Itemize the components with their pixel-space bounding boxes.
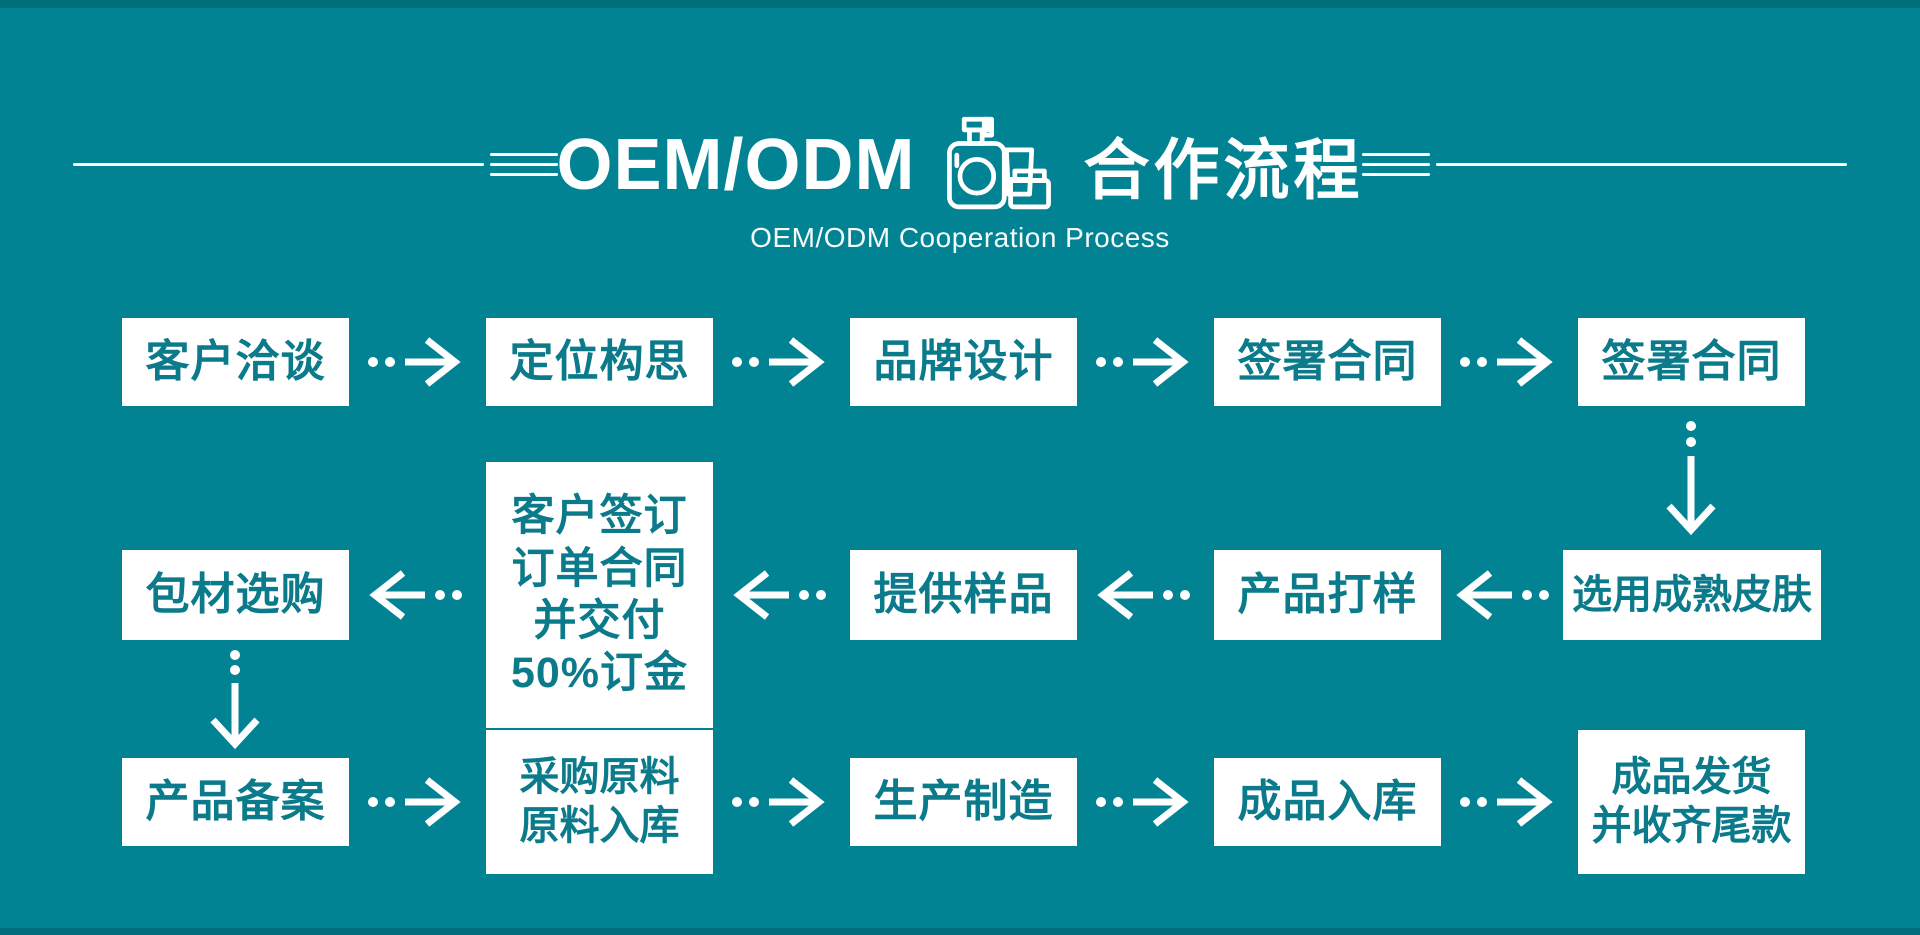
title-divider-tick xyxy=(1362,173,1430,176)
dotted-arrow-right-icon xyxy=(368,777,461,827)
dotted-arrow-right-icon xyxy=(368,337,461,387)
dotted-arrow-left-icon xyxy=(733,570,826,620)
dotted-arrow-left-icon xyxy=(1456,570,1549,620)
flow-box-packaging-purchase: 包材选购 xyxy=(122,550,349,640)
flow-box-finished-goods-warehousing: 成品入库 xyxy=(1214,758,1441,846)
page-title: OEM/ODM 合作流程 xyxy=(0,108,1920,222)
page-subtitle: OEM/ODM Cooperation Process xyxy=(750,222,1170,253)
flow-box-customer-negotiation: 客户洽谈 xyxy=(122,318,349,406)
dotted-arrow-left-icon xyxy=(1097,570,1190,620)
flow-box-purchase-raw-materials: 采购原料 原料入库 xyxy=(486,730,713,874)
flow-box-provide-samples: 提供样品 xyxy=(850,550,1077,640)
dotted-arrow-down-icon xyxy=(1666,421,1716,536)
flow-box-production-manufacturing: 生产制造 xyxy=(850,758,1077,846)
title-cjk: 合作流程 xyxy=(1083,133,1364,207)
title-divider-tick xyxy=(490,173,558,176)
title-divider-tick xyxy=(490,153,558,156)
title-latin: OEM/ODM xyxy=(556,125,916,205)
flow-box-brand-design: 品牌设计 xyxy=(850,318,1077,406)
title-divider-line-right xyxy=(1436,163,1847,166)
dotted-arrow-right-icon xyxy=(732,777,825,827)
dotted-arrow-left-icon xyxy=(369,570,462,620)
dotted-arrow-right-icon xyxy=(732,337,825,387)
flow-box-ship-and-collect-balance: 成品发货 并收齐尾款 xyxy=(1578,730,1805,874)
dotted-arrow-right-icon xyxy=(1460,337,1553,387)
cosmetics-set-icon xyxy=(947,116,1052,210)
dotted-arrow-right-icon xyxy=(1460,777,1553,827)
top-border-strip xyxy=(0,0,1920,8)
flow-box-order-contract-deposit: 客户签订 订单合同 并交付 50%订金 xyxy=(486,462,713,728)
title-divider-tick xyxy=(1362,163,1430,166)
title-divider-line-left xyxy=(73,163,484,166)
flow-box-product-sampling: 产品打样 xyxy=(1214,550,1441,640)
title-divider-tick xyxy=(1362,153,1430,156)
flow-box-sign-contract-2: 签署合同 xyxy=(1578,318,1805,406)
flow-box-product-filing: 产品备案 xyxy=(122,758,349,846)
dotted-arrow-right-icon xyxy=(1096,777,1189,827)
flow-box-select-mature-formula: 选用成熟皮肤 xyxy=(1563,550,1821,640)
dotted-arrow-down-icon xyxy=(210,650,260,750)
bottom-border-strip xyxy=(0,928,1920,935)
flow-box-sign-contract-1: 签署合同 xyxy=(1214,318,1441,406)
title-divider-tick xyxy=(490,163,558,166)
flow-box-positioning-concept: 定位构思 xyxy=(486,318,713,406)
dotted-arrow-right-icon xyxy=(1096,337,1189,387)
